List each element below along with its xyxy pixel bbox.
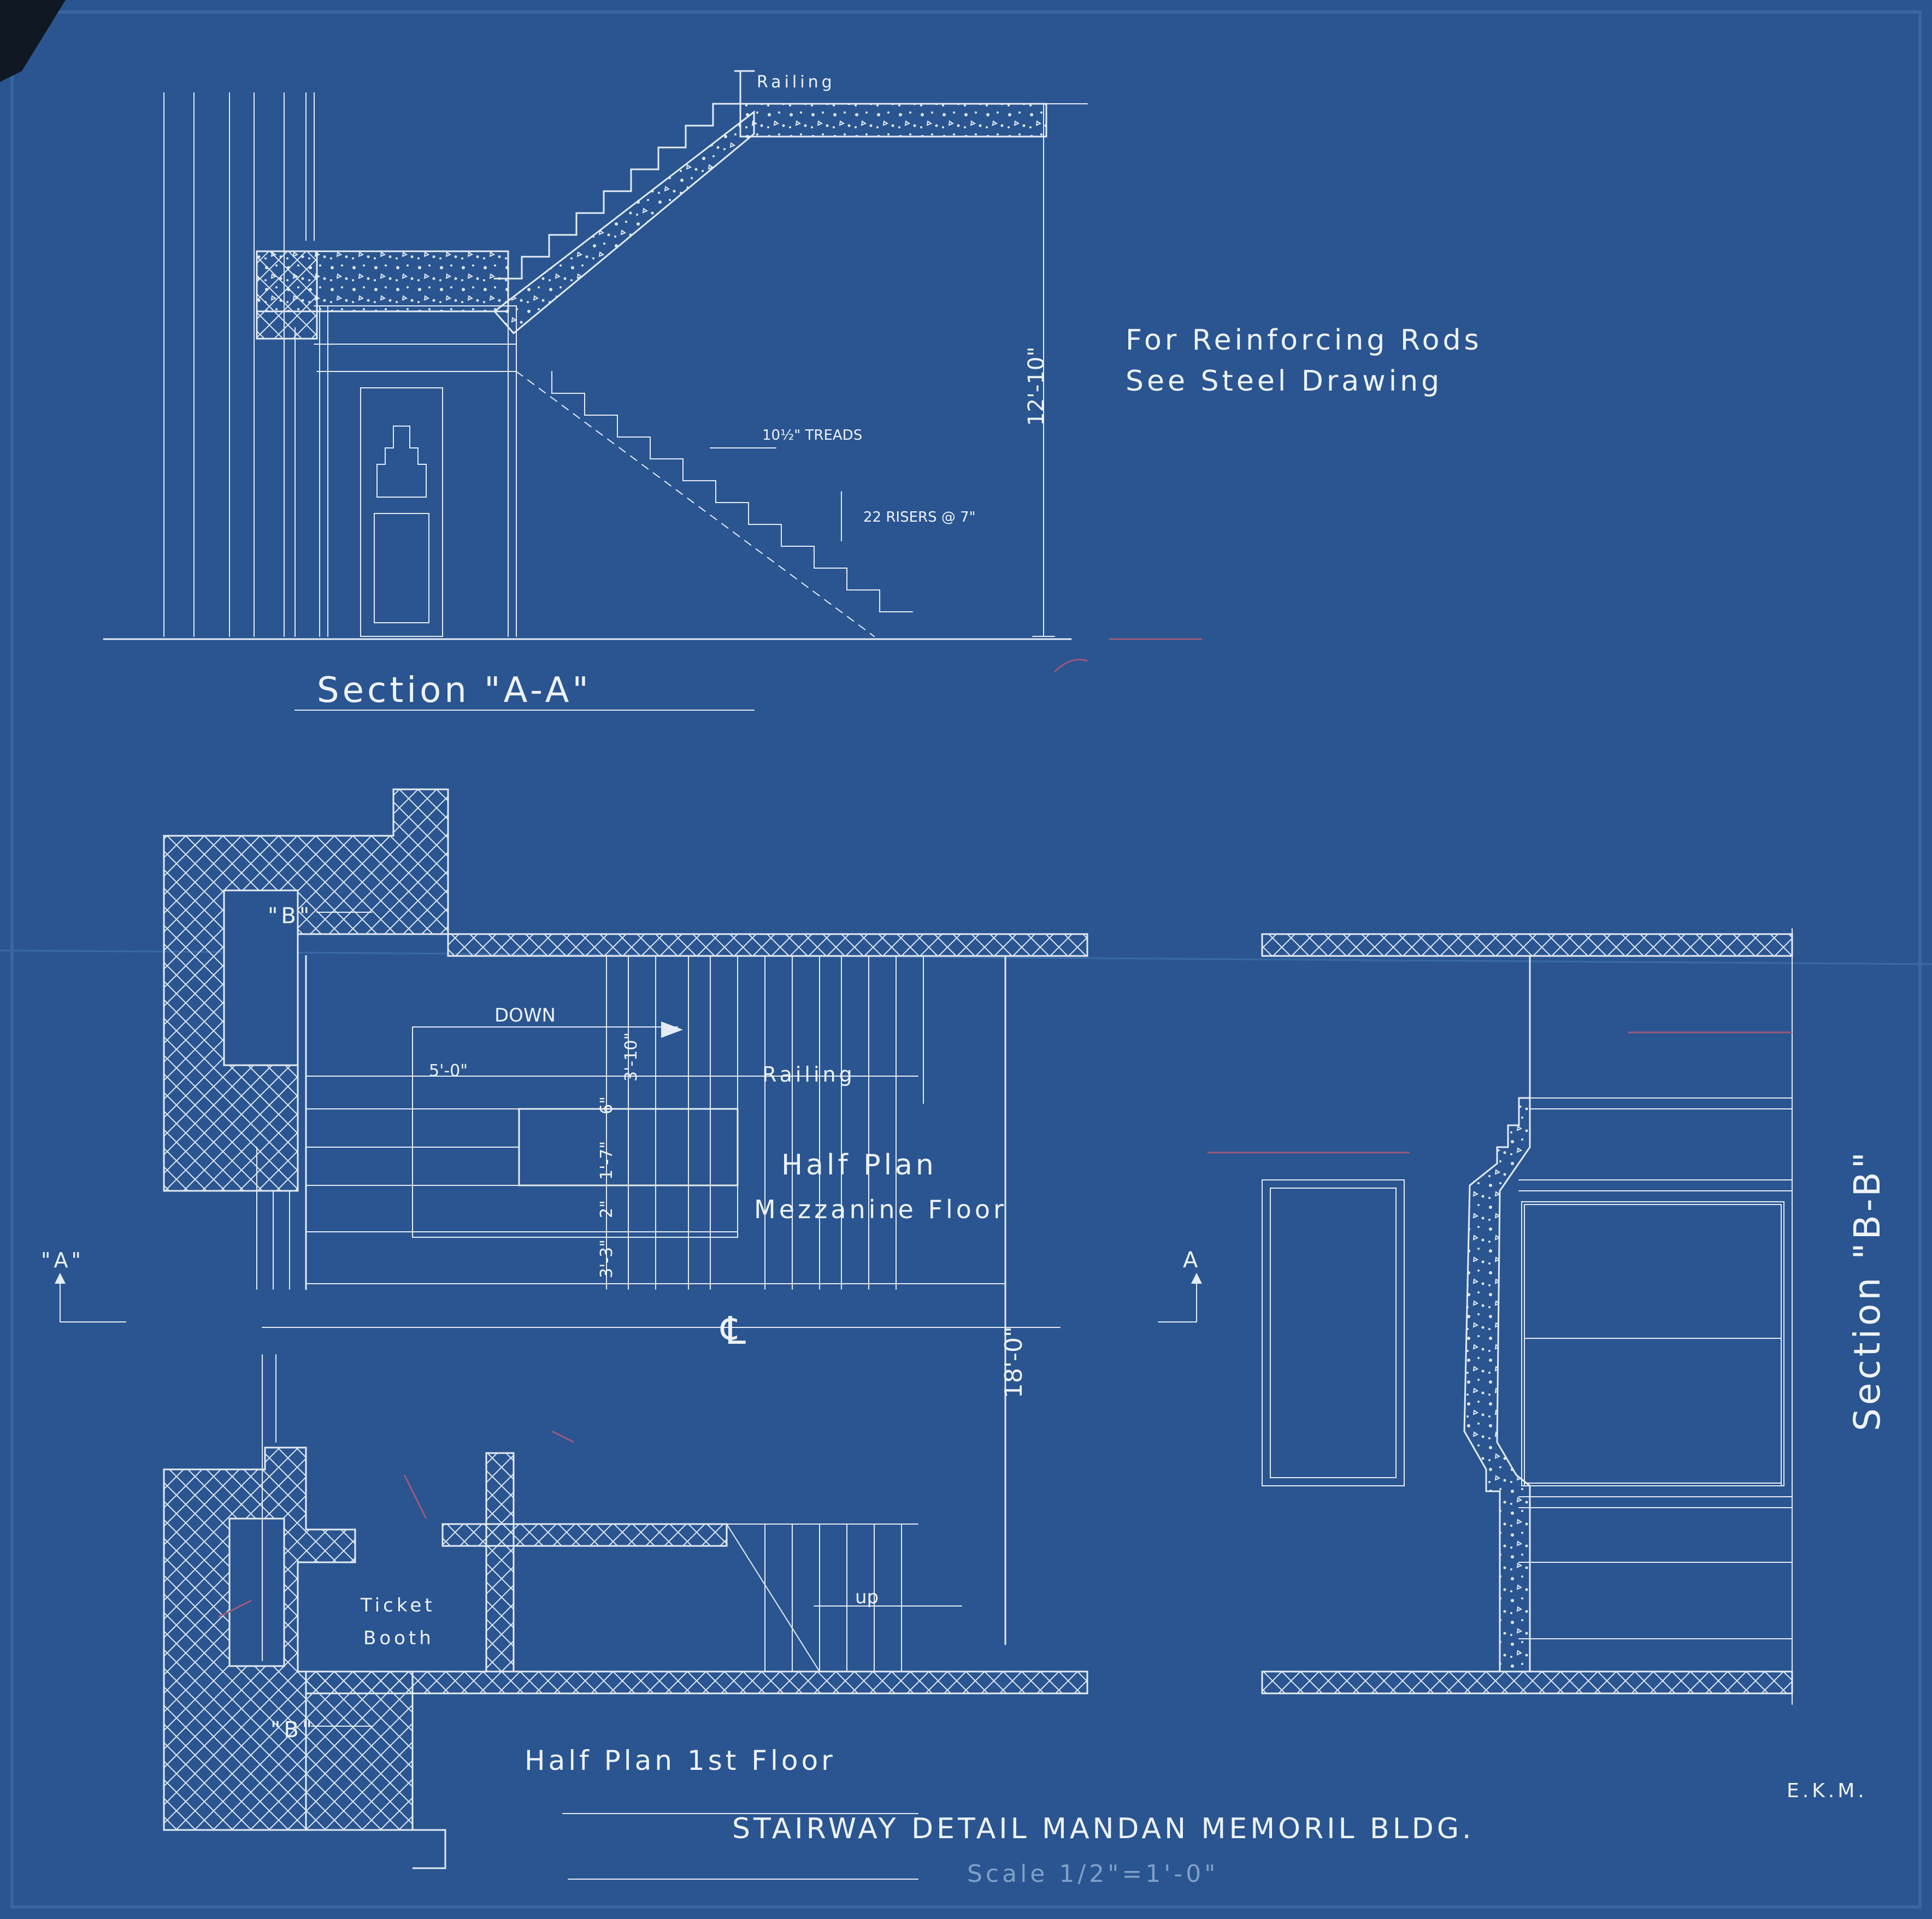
- drafter-initials: E.K.M.: [1787, 1780, 1868, 1802]
- mezzanine-railing-label: Railing: [762, 1062, 856, 1087]
- section-a-risers-label: 22 RISERS @ 7": [863, 509, 976, 525]
- ticket-booth-line2: Booth: [363, 1627, 434, 1649]
- section-a-height-dim: 12'-10": [1024, 346, 1049, 426]
- sheet-border: [10, 10, 1922, 1909]
- reinforcing-note-line1: For Reinforcing Rods: [1126, 324, 1482, 357]
- ticket-booth-line1: Ticket: [360, 1595, 435, 1616]
- section-a-drawing: [103, 70, 1202, 673]
- fold-line: [0, 949, 1932, 965]
- reinforcing-note-line2: See Steel Drawing: [1126, 365, 1442, 398]
- sheet-title: STAIRWAY DETAIL MANDAN MEMORIL BLDG.: [732, 1812, 1475, 1845]
- section-b-drawing: [1207, 928, 1793, 1705]
- dim-2: 2": [597, 1200, 616, 1218]
- marker-a-right: A: [1183, 1248, 1201, 1273]
- section-b-title: Section "B-B": [1846, 1149, 1888, 1431]
- down-label: DOWN: [494, 1005, 556, 1026]
- marker-b-top: "B": [268, 904, 313, 929]
- dim-3-3: 3'-3": [597, 1239, 616, 1278]
- dim-1-7: 1'-7": [597, 1141, 616, 1180]
- down-arrow: [661, 1022, 683, 1038]
- mezzanine-title-line2: Mezzanine Floor: [754, 1195, 1007, 1224]
- section-a-title: Section "A-A": [317, 670, 592, 711]
- first-floor-title: Half Plan 1st Floor: [525, 1745, 836, 1776]
- sheet-scale: Scale 1/2"=1'-0": [967, 1860, 1218, 1888]
- plan-drawing: [55, 788, 1202, 1880]
- dim-5-0: 5'-0": [429, 1061, 468, 1080]
- dim-3-10: 3'-10": [622, 1032, 641, 1082]
- section-a-railing-label: Railing: [757, 73, 835, 92]
- section-a-treads-label: 10½" TREADS: [762, 427, 862, 444]
- dim-18-0: 18'-0": [1000, 1326, 1028, 1398]
- mezzanine-title-line1: Half Plan: [781, 1149, 937, 1182]
- dim-6: 6": [597, 1096, 616, 1114]
- up-label: up: [855, 1586, 879, 1608]
- marker-a-left: "A": [41, 1248, 84, 1272]
- marker-b-bottom: "B": [270, 1717, 315, 1743]
- torn-corner: [0, 0, 66, 82]
- centerline-symbol: ℄: [720, 1308, 746, 1353]
